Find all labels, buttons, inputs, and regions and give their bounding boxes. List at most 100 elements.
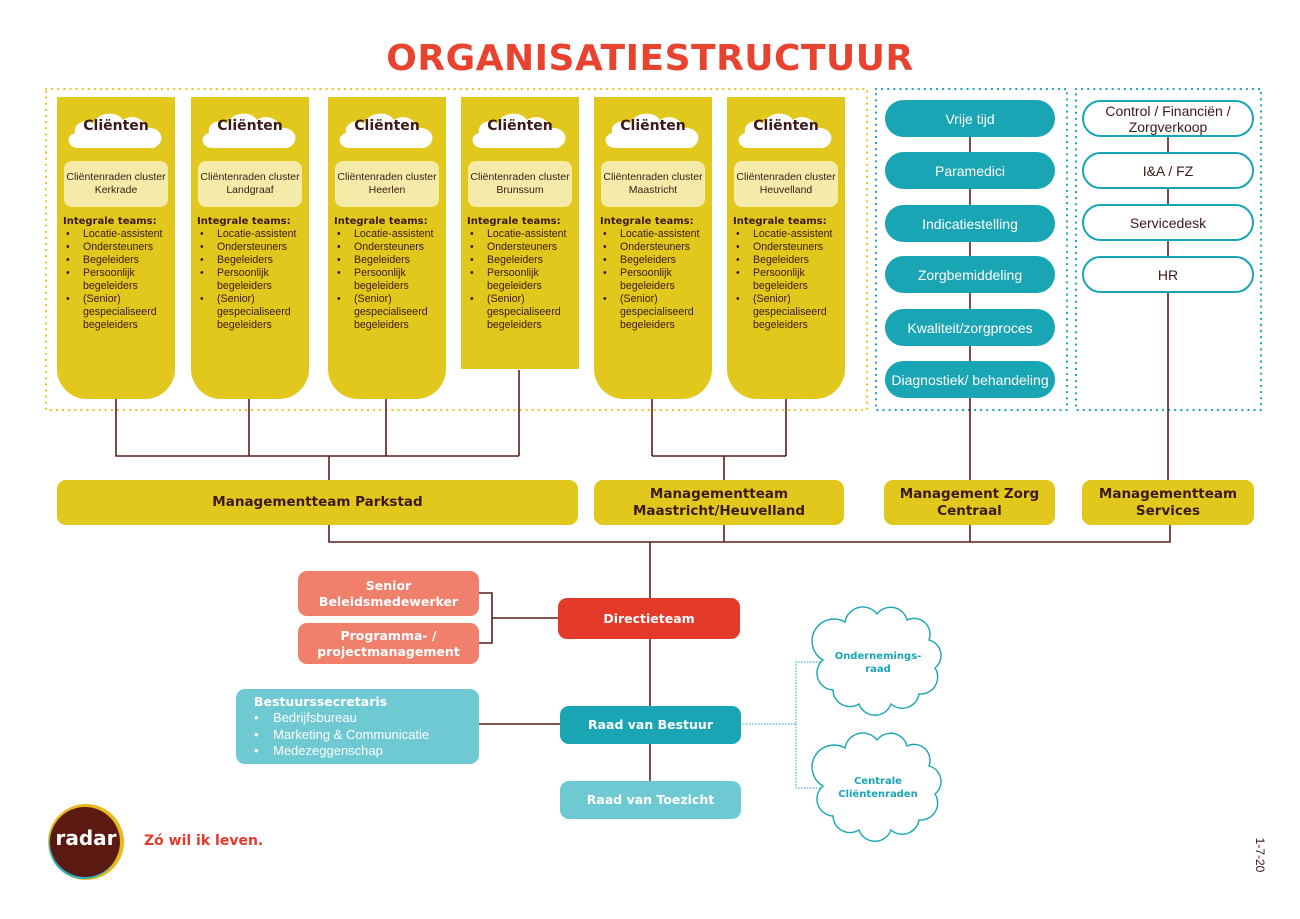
team-item: Ondersteuners (200, 241, 309, 254)
directieteam: Directieteam (558, 598, 740, 639)
teams-heading: Integrale teams: (733, 216, 827, 227)
mt-services: Managementteam Services (1082, 480, 1254, 525)
teams-heading: Integrale teams: (600, 216, 694, 227)
clientenraad-cluster: Cliëntenraden cluster Heerlen (335, 161, 439, 207)
integrale-teams: Integrale teams:Locatie-assistentOnderst… (63, 215, 175, 332)
integrale-teams: Integrale teams:Locatie-assistentOnderst… (733, 215, 845, 332)
clientenraad-cluster: Cliëntenraden cluster Kerkrade (64, 161, 168, 207)
teams-heading: Integrale teams: (197, 216, 291, 227)
team-item: Persoonlijk begeleiders (603, 267, 712, 293)
team-item: Locatie-assistent (603, 228, 712, 241)
team-item: Ondersteuners (470, 241, 579, 254)
team-item: Persoonlijk begeleiders (337, 267, 446, 293)
ccr-cloud-shape (811, 732, 942, 842)
clientenraad-cluster: Cliëntenraden cluster Brunssum (468, 161, 572, 207)
clienten-label: Cliënten (753, 118, 819, 134)
integrale-teams: Integrale teams:Locatie-assistentOnderst… (197, 215, 309, 332)
service-servicedesk: Servicedesk (1082, 204, 1254, 241)
team-item: Persoonlijk begeleiders (200, 267, 309, 293)
cloud-icon (605, 113, 699, 148)
cloud-icon (472, 113, 566, 148)
pill-vrije-tijd: Vrije tijd (885, 100, 1055, 137)
integrale-teams: Integrale teams:Locatie-assistentOnderst… (467, 215, 579, 332)
senior-beleidsmedewerker: Senior Beleidsmedewerker (298, 571, 479, 616)
team-item: Begeleiders (603, 254, 712, 267)
cloud-icon (339, 113, 433, 148)
team-item: Locatie-assistent (337, 228, 446, 241)
date-label: 1-7-20 (1253, 837, 1267, 873)
clientenraad-cluster: Cliëntenraden cluster Maastricht (601, 161, 705, 207)
team-item: Ondersteuners (736, 241, 845, 254)
raad-van-bestuur: Raad van Bestuur (560, 706, 741, 744)
team-item: Ondersteuners (337, 241, 446, 254)
team-item: (Senior) gespecialiseerd begeleiders (736, 293, 845, 332)
clienten-label: Cliënten (620, 118, 686, 134)
tagline: Zó wil ik leven. (144, 833, 264, 849)
clienten-label: Cliënten (83, 118, 149, 134)
team-item: Locatie-assistent (736, 228, 845, 241)
teams-heading: Integrale teams: (334, 216, 428, 227)
clienten-label: Cliënten (217, 118, 283, 134)
clientenraad-cluster: Cliëntenraden cluster Heuvelland (734, 161, 838, 207)
team-item: Begeleiders (337, 254, 446, 267)
team-item: (Senior) gespecialiseerd begeleiders (603, 293, 712, 332)
service-ia-fz: I&A / FZ (1082, 152, 1254, 189)
team-item: (Senior) gespecialiseerd begeleiders (337, 293, 446, 332)
pill-paramedici: Paramedici (885, 152, 1055, 189)
team-item: Begeleiders (66, 254, 175, 267)
secretaris-item: Bedrijfsbureau (254, 710, 479, 727)
clienten-label: Cliënten (354, 118, 420, 134)
clienten-label: Cliënten (487, 118, 553, 134)
raad-van-toezicht: Raad van Toezicht (560, 781, 741, 819)
logo-text: radar (55, 826, 117, 850)
team-item: Begeleiders (470, 254, 579, 267)
pill-indicatiestelling: Indicatiestelling (885, 205, 1055, 242)
bestuurssecretaris-box: Bestuurssecretaris Bedrijfsbureau Market… (236, 689, 479, 764)
cloud-icon (738, 113, 832, 148)
mt-maastricht: Managementteam Maastricht/Heuvelland (594, 480, 844, 525)
cloud-icon (68, 113, 162, 148)
centrale-clientenraden-label: Centrale Cliëntenraden (838, 776, 918, 800)
team-item: Ondersteuners (603, 241, 712, 254)
ondernemingsraad-label: Ondernemings- raad (834, 651, 922, 675)
teams-heading: Integrale teams: (63, 216, 157, 227)
programma-projectmanagement: Programma- / projectmanagement (298, 623, 479, 664)
integrale-teams: Integrale teams:Locatie-assistentOnderst… (334, 215, 446, 332)
service-control: Control / Financiën / Zorgverkoop (1082, 100, 1254, 137)
bestuurssecretaris-heading: Bestuurssecretaris (254, 694, 388, 709)
mt-zorg-centraal: Management Zorg Centraal (884, 480, 1055, 525)
secretaris-item: Marketing & Communicatie (254, 727, 479, 744)
mt-parkstad: Managementteam Parkstad (57, 480, 578, 525)
pill-zorgbemiddeling: Zorgbemiddeling (885, 256, 1055, 293)
radar-logo-icon (48, 804, 124, 880)
page-title: ORGANISATIESTRUCTUUR (386, 38, 914, 79)
team-item: Locatie-assistent (66, 228, 175, 241)
team-item: (Senior) gespecialiseerd begeleiders (66, 293, 175, 332)
team-item: Begeleiders (736, 254, 845, 267)
team-item: Begeleiders (200, 254, 309, 267)
pill-diagnostiek: Diagnostiek/ behandeling (885, 361, 1055, 398)
integrale-teams: Integrale teams:Locatie-assistentOnderst… (600, 215, 712, 332)
teams-heading: Integrale teams: (467, 216, 561, 227)
pill-kwaliteit: Kwaliteit/zorgproces (885, 309, 1055, 346)
clientenraad-cluster: Cliëntenraden cluster Landgraaf (198, 161, 302, 207)
team-item: Persoonlijk begeleiders (66, 267, 175, 293)
team-item: (Senior) gespecialiseerd begeleiders (470, 293, 579, 332)
or-cloud-shape (811, 606, 942, 716)
team-item: Persoonlijk begeleiders (736, 267, 845, 293)
cloud-icon (202, 113, 296, 148)
team-item: Locatie-assistent (200, 228, 309, 241)
team-item: (Senior) gespecialiseerd begeleiders (200, 293, 309, 332)
service-hr: HR (1082, 256, 1254, 293)
team-item: Persoonlijk begeleiders (470, 267, 579, 293)
team-item: Ondersteuners (66, 241, 175, 254)
team-item: Locatie-assistent (470, 228, 579, 241)
secretaris-item: Medezeggenschap (254, 743, 479, 760)
